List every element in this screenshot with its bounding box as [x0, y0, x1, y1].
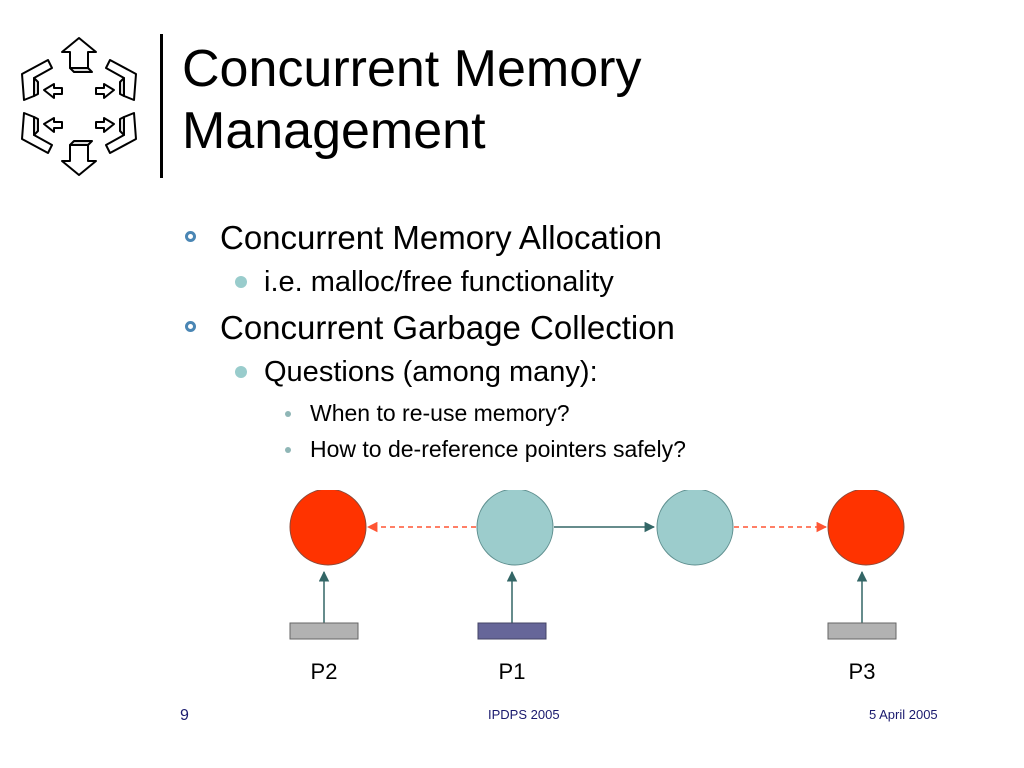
footer-date: 5 April 2005: [869, 707, 938, 722]
bullet-text: Concurrent Memory Allocation: [220, 219, 663, 256]
bullet-level1: Concurrent Garbage Collection: [182, 308, 982, 348]
dot-bullet-icon: [235, 276, 247, 288]
node-red: [289, 490, 367, 566]
small-dot-bullet-icon: [285, 411, 291, 417]
bullet-text: Concurrent Garbage Collection: [220, 309, 675, 346]
processor-bar-p1: [477, 622, 547, 640]
processor-label: P3: [849, 659, 876, 684]
footer-conference: IPDPS 2005: [488, 707, 560, 722]
bullet-level3: How to de-reference pointers safely?: [182, 434, 982, 464]
processor-label: P1: [499, 659, 526, 684]
bullet-text: Questions (among many):: [264, 356, 598, 388]
title-divider: [160, 34, 163, 178]
title-line-1: Concurrent Memory: [182, 40, 642, 98]
processor-bar-p3: [827, 622, 897, 640]
title-line-2: Management: [182, 102, 486, 160]
node-teal: [656, 490, 734, 566]
ring-bullet-icon: [185, 231, 196, 242]
bullet-level2: Questions (among many):: [182, 354, 982, 390]
small-dot-bullet-icon: [285, 447, 291, 453]
ring-bullet-icon: [185, 321, 196, 332]
bullet-level1: Concurrent Memory Allocation: [182, 218, 982, 258]
bullet-text: i.e. malloc/free functionality: [264, 266, 614, 298]
page-number: 9: [180, 707, 189, 724]
bullet-level2: i.e. malloc/free functionality: [182, 264, 982, 300]
bullet-text: How to de-reference pointers safely?: [310, 436, 686, 462]
bullet-list: Concurrent Memory Allocation i.e. malloc…: [182, 218, 982, 470]
pointer-diagram: P2 P1 P3: [289, 490, 905, 684]
dot-bullet-icon: [235, 366, 247, 378]
bullet-text: When to re-use memory?: [310, 400, 570, 426]
node-teal: [476, 490, 554, 566]
logo-icon: [21, 37, 137, 176]
node-red: [827, 490, 905, 566]
processor-bar-p2: [289, 622, 359, 640]
slide-title: Concurrent Memory Management: [182, 38, 982, 162]
bullet-level3: When to re-use memory?: [182, 398, 982, 428]
processor-label: P2: [311, 659, 338, 684]
